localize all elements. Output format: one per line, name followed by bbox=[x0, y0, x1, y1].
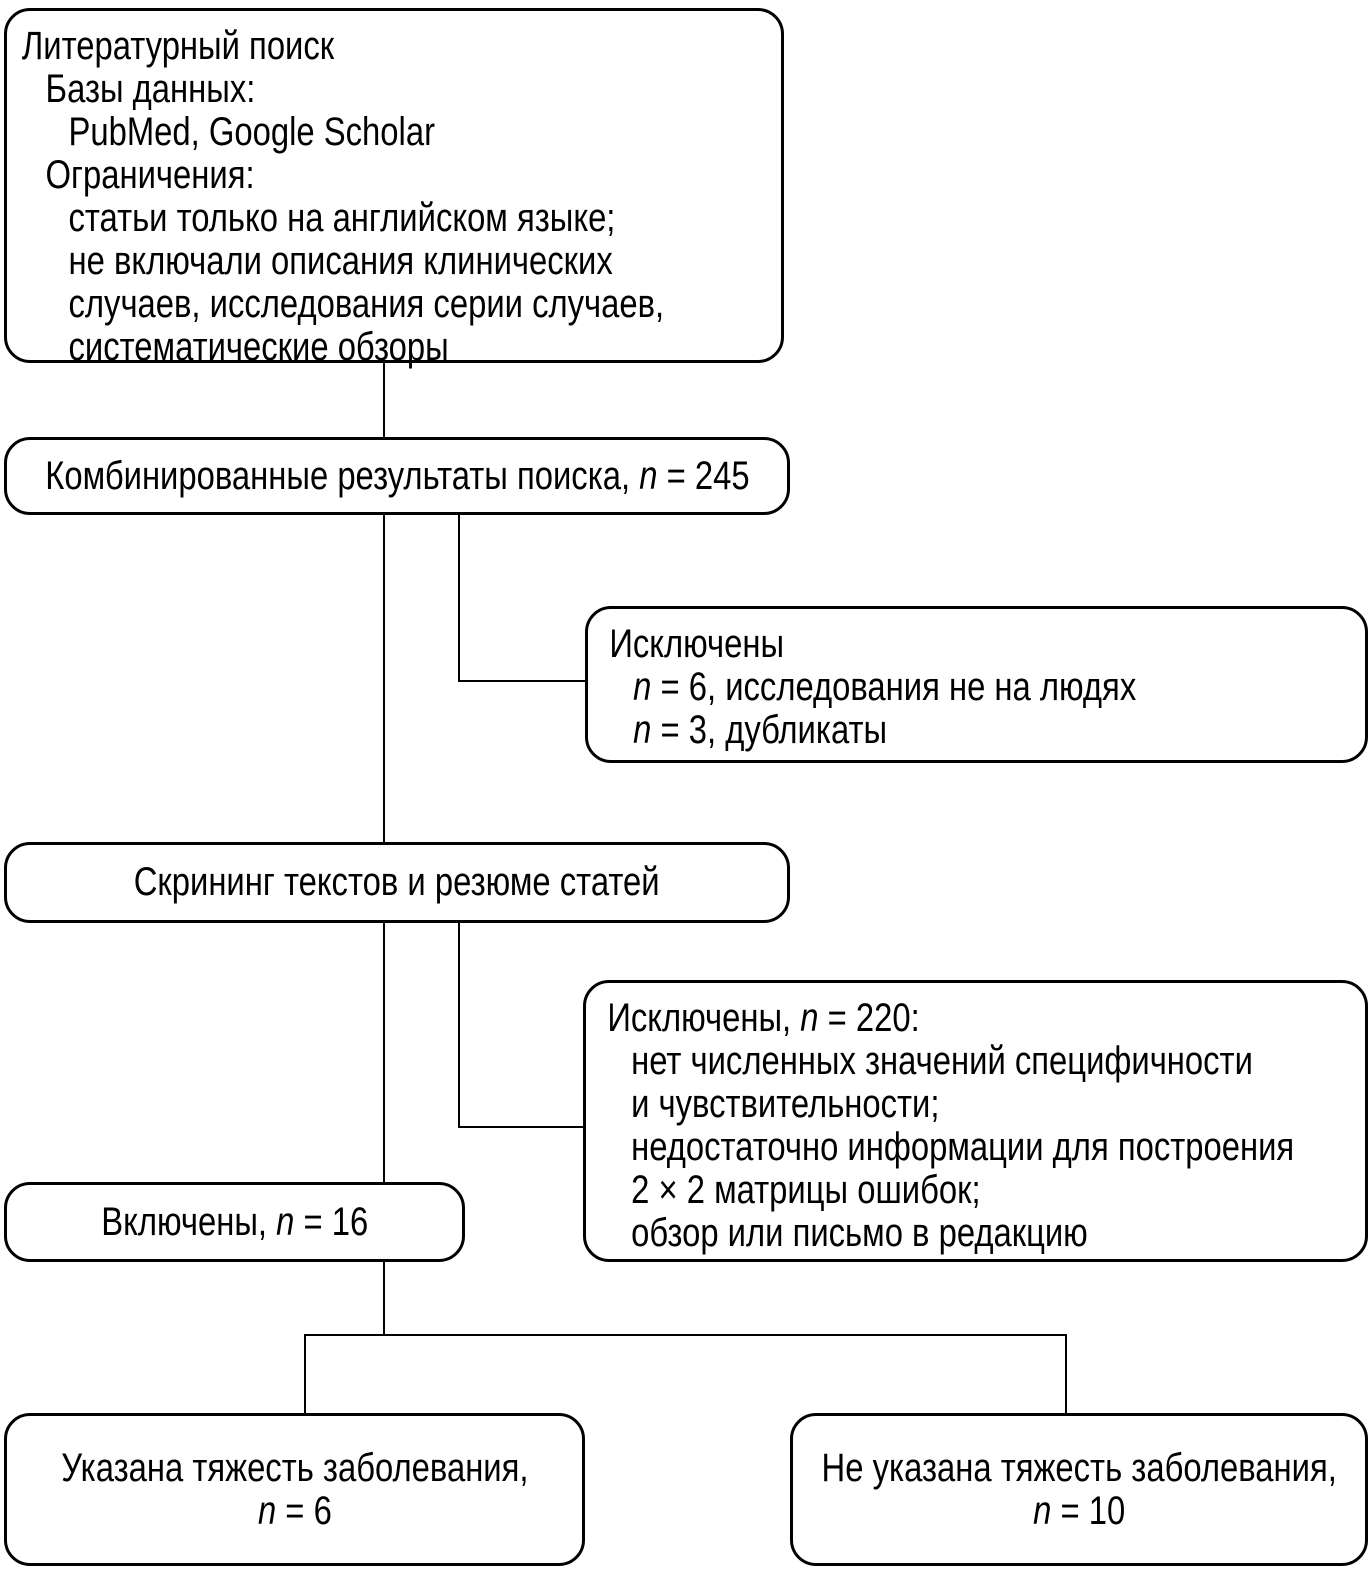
diagram-text-line: n = 6 bbox=[257, 1488, 332, 1533]
n-variable: n bbox=[633, 665, 652, 709]
connector-included-to-split bbox=[383, 1262, 385, 1336]
diagram-text-line: n = 3, дубликаты bbox=[633, 708, 888, 752]
connector-branch-excluded-first-vertical bbox=[458, 515, 460, 682]
connector-search-to-combined bbox=[383, 361, 385, 439]
diagram-text-line: 2 × 2 матрицы ошибок; bbox=[631, 1168, 981, 1212]
connector-branch-excluded-second-vertical bbox=[458, 921, 460, 1128]
box-excluded-220: Исключены, n = 220: нет численных значен… bbox=[583, 980, 1368, 1262]
diagram-text-line: n = 10 bbox=[1032, 1488, 1126, 1533]
connector-screening-to-included bbox=[383, 921, 385, 1182]
n-variable: n bbox=[257, 1488, 276, 1533]
box-screening: Скрининг текстов и резюме статей bbox=[4, 842, 790, 923]
connector-split-left-vertical bbox=[304, 1334, 306, 1413]
diagram-text-line: n = 6, исследования не на людях bbox=[633, 665, 1137, 709]
diagram-text-line: PubMed, Google Scholar bbox=[68, 110, 435, 154]
diagram-text-line: и чувствительности; bbox=[631, 1082, 940, 1126]
severity-stated-text: Указана тяжесть заболевания, n = 6 bbox=[60, 1445, 529, 1533]
connector-split-right-vertical bbox=[1065, 1334, 1067, 1413]
diagram-text-line: Исключены bbox=[609, 622, 785, 666]
n-variable: n bbox=[1032, 1488, 1052, 1533]
box-included: Включены, n = 16 bbox=[4, 1182, 465, 1262]
connector-branch-excluded-first-horizontal bbox=[458, 680, 586, 682]
n-variable: n bbox=[800, 996, 819, 1040]
diagram-text-line: не включали описания клинических bbox=[68, 239, 613, 283]
diagram-text-line: систематические обзоры bbox=[68, 325, 449, 369]
n-variable: n bbox=[275, 1199, 295, 1244]
screening-text: Скрининг текстов и резюме статей bbox=[134, 860, 660, 904]
diagram-text-line: Исключены, n = 220: bbox=[607, 996, 920, 1040]
box-excluded-non-human-duplicates: Исключены n = 6, исследования не на людя… bbox=[585, 606, 1368, 763]
box-literature-search: Литературный поиск Базы данных: PubMed, … bbox=[4, 8, 784, 369]
combined-results-text: Комбинированные результаты поиска, n = 2… bbox=[44, 453, 750, 498]
diagram-text-line: недостаточно информации для построения bbox=[631, 1125, 1295, 1169]
connector-combined-to-screening bbox=[383, 515, 385, 843]
excluded-first-text: Исключены n = 6, исследования не на людя… bbox=[588, 609, 1225, 752]
diagram-text-line: Не указана тяжесть заболевания, bbox=[821, 1445, 1337, 1490]
diagram-text-line: Ограничения: bbox=[45, 153, 255, 197]
box-combined-results: Комбинированные результаты поиска, n = 2… bbox=[4, 437, 790, 515]
box-severity-not-stated: Не указана тяжесть заболевания, n = 10 bbox=[790, 1413, 1368, 1566]
diagram-text-line: нет численных значений специфичности bbox=[631, 1039, 1253, 1083]
diagram-text-line: Базы данных: bbox=[45, 67, 256, 111]
diagram-text-line: обзор или письмо в редакцию bbox=[631, 1211, 1088, 1255]
literature-search-text: Литературный поиск Базы данных: PubMed, … bbox=[7, 11, 665, 369]
diagram-text-line: Литературный поиск bbox=[21, 24, 335, 68]
connector-branch-excluded-second-horizontal bbox=[458, 1126, 584, 1128]
diagram-text-line: Указана тяжесть заболевания, bbox=[60, 1445, 529, 1490]
severity-not-stated-text: Не указана тяжесть заболевания, n = 10 bbox=[821, 1445, 1337, 1533]
n-variable: n bbox=[638, 453, 658, 498]
excluded-second-text: Исключены, n = 220: нет численных значен… bbox=[586, 983, 1295, 1255]
connector-split-horizontal bbox=[304, 1334, 1067, 1336]
n-variable: n bbox=[633, 708, 652, 752]
included-text: Включены, n = 16 bbox=[101, 1199, 368, 1244]
diagram-text-line: статьи только на английском языке; bbox=[68, 196, 616, 240]
diagram-text-line: случаев, исследования серии случаев, bbox=[68, 282, 665, 326]
box-severity-stated: Указана тяжесть заболевания, n = 6 bbox=[4, 1413, 585, 1566]
